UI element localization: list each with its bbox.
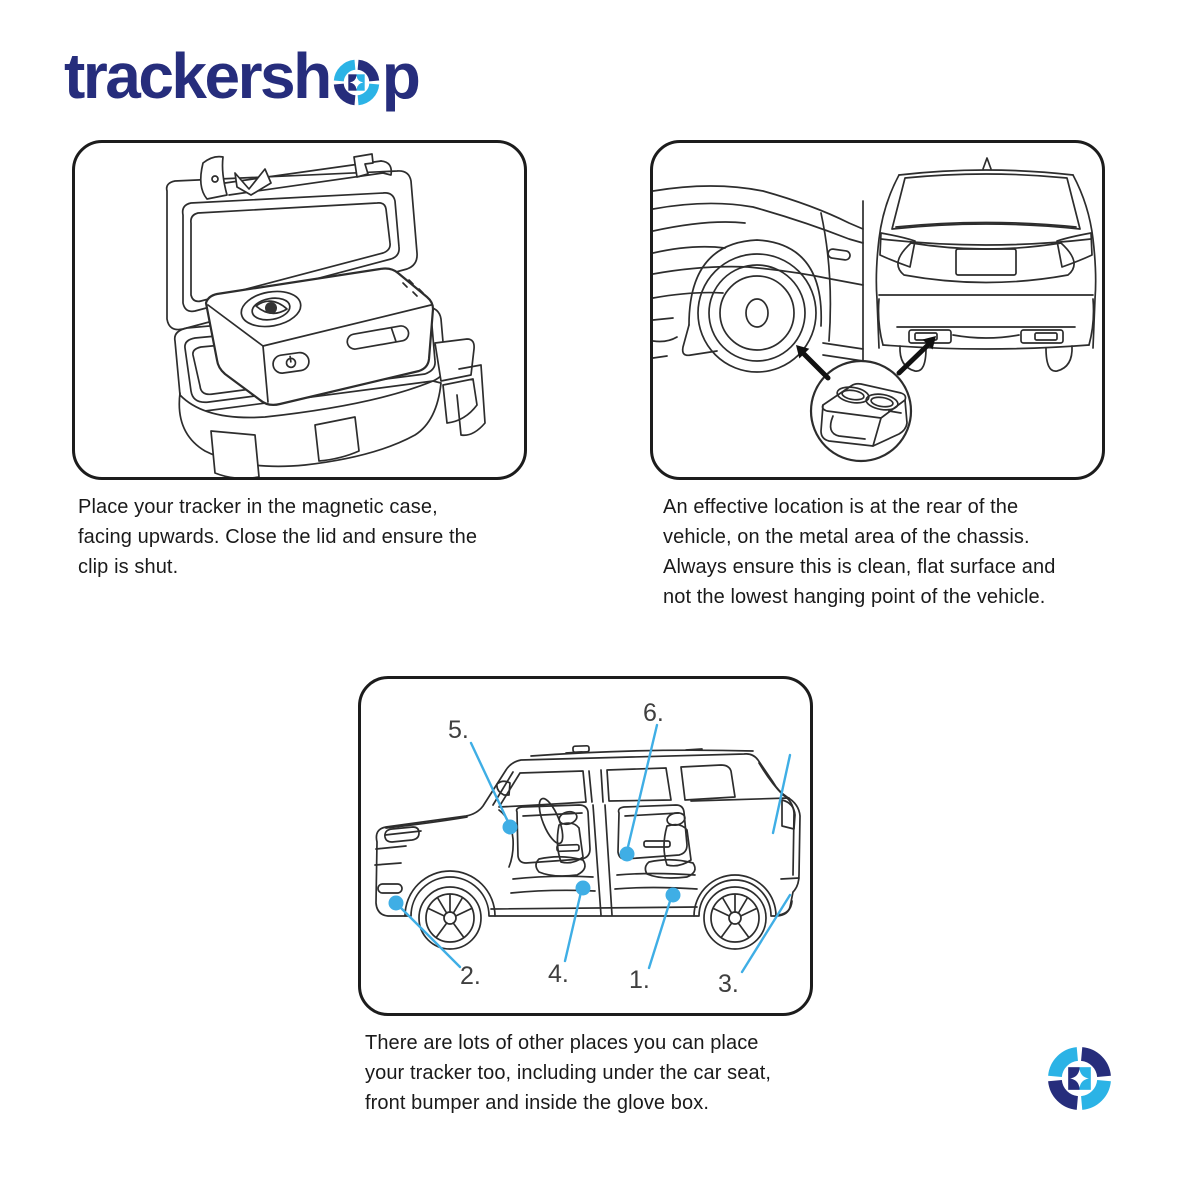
callout-label-3: 3. [718, 970, 739, 998]
callout-label-2: 2. [460, 962, 481, 990]
logo-wordmark-suffix: p [381, 40, 421, 112]
rear-placement-illustration [653, 157, 1097, 463]
panel-rear-location [650, 140, 1105, 480]
panel-other-places: 5. 6. 2. 4. 1. 3. [358, 676, 813, 1016]
panel-magnetic-case [72, 140, 527, 480]
caption-other-places: There are lots of other places you can p… [365, 1032, 772, 1114]
callout-label-1: 1. [629, 966, 650, 994]
case-lid [165, 153, 418, 331]
caption-magnetic-case: Place your tracker in the magnetic case,… [78, 496, 478, 578]
magnetic-case-illustration [165, 153, 486, 477]
front-wheel [418, 886, 482, 950]
magnetic-case-inset [809, 359, 913, 463]
power-button [272, 351, 310, 374]
car-rear-view [875, 157, 1097, 372]
logo-wordmark-prefix: trackersh [64, 40, 332, 112]
caption-rear-location: An effective location is at the rear of … [663, 496, 1056, 608]
callout-label-6: 6. [643, 699, 664, 727]
vehicle-placement-illustration: 5. 6. 2. 4. 1. 3. [374, 699, 801, 998]
tracker-device [204, 267, 435, 406]
target-logo-icon-footer [1048, 1047, 1111, 1110]
placement-callouts: 5. 6. 2. 4. 1. 3. [388, 699, 792, 998]
rear-wheel [703, 886, 767, 950]
target-logo-icon [333, 59, 379, 106]
callout-label-5: 5. [448, 716, 469, 744]
trackershop-logo: trackersh p [64, 40, 421, 112]
placement-arrows [796, 336, 936, 381]
callout-label-4: 4. [548, 960, 569, 988]
suv-side-view [374, 744, 801, 950]
car-side-view [653, 185, 864, 373]
